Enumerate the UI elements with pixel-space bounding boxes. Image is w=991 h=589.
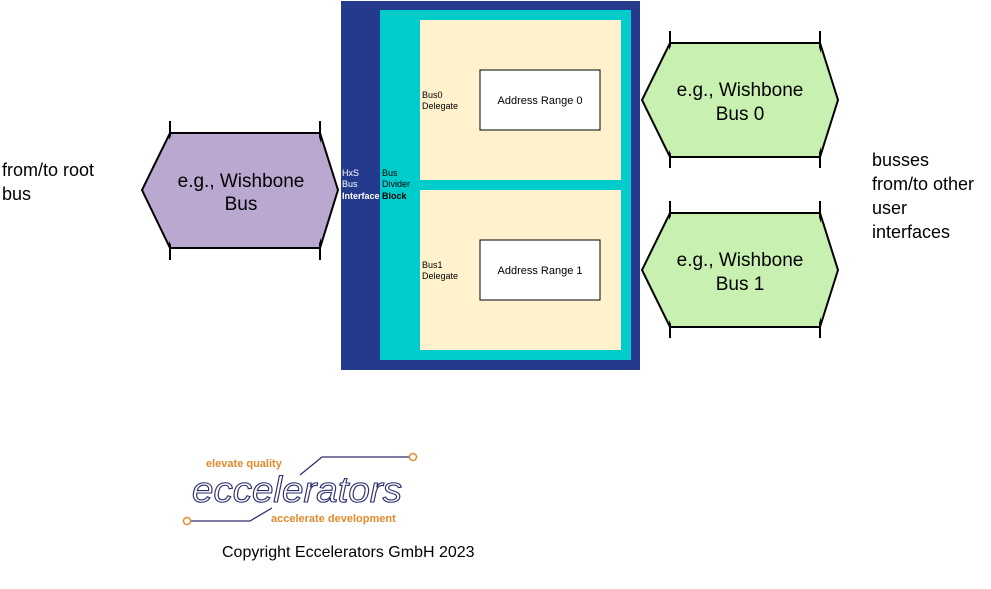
hxs-label-line2: Bus: [342, 179, 358, 189]
hxs-label-line1: HxS: [342, 168, 359, 178]
address-range-1-label: Address Range 1: [498, 265, 583, 277]
divider-label-line2: Divider: [382, 179, 410, 189]
hxs-label-line3: Interface: [342, 191, 380, 201]
bus1-label-line2: Bus 1: [716, 274, 765, 295]
logo-tagline-bottom: accelerate development: [271, 513, 396, 525]
user-interfaces-caption: busses from/to other user interfaces: [872, 150, 975, 242]
root-bus-caption: from/to root bus: [2, 160, 95, 204]
eccelerators-logo: elevate quality eccelerators accelerate …: [182, 452, 418, 526]
logo-wordmark: eccelerators: [192, 469, 402, 510]
logo-lower-trace: [191, 507, 273, 522]
root-bus-label-line1: e.g., Wishbone: [178, 171, 305, 192]
bus1-label-line1: e.g., Wishbone: [677, 250, 804, 271]
logo-lower-node: [182, 516, 192, 526]
bus1-delegate-label-line1: Bus1: [422, 260, 443, 270]
copyright-text: Copyright Eccelerators GmbH 2023: [222, 544, 475, 561]
address-range-0-box: [479, 69, 601, 131]
root-bus-label-line2: Bus: [225, 194, 258, 215]
root-bus-arrow: e.g., Wishbone Bus: [140, 121, 340, 260]
bus0-label-line2: Bus 0: [716, 104, 765, 125]
bus0-arrow: e.g., Wishbone Bus 0: [640, 31, 840, 168]
logo-tagline-top: elevate quality: [206, 458, 283, 470]
bus1-delegate-label-line2: Delegate: [422, 271, 458, 281]
divider-label-line1: Bus: [382, 168, 398, 178]
logo-upper-trace: [299, 456, 410, 476]
hxs-bus-interface-block: HxS Bus Interface Bus Divider Block Bus0…: [341, 1, 640, 370]
bus0-delegate-label-line1: Bus0: [422, 90, 443, 100]
divider-label-line3: Block: [382, 191, 408, 201]
bus1-arrow: e.g., Wishbone Bus 1: [640, 201, 840, 338]
logo-upper-node: [408, 452, 418, 462]
bus0-label-line1: e.g., Wishbone: [677, 80, 804, 101]
address-range-1-box: [479, 239, 601, 301]
bus0-delegate-label-line2: Delegate: [422, 101, 458, 111]
address-range-0-label: Address Range 0: [498, 95, 583, 107]
